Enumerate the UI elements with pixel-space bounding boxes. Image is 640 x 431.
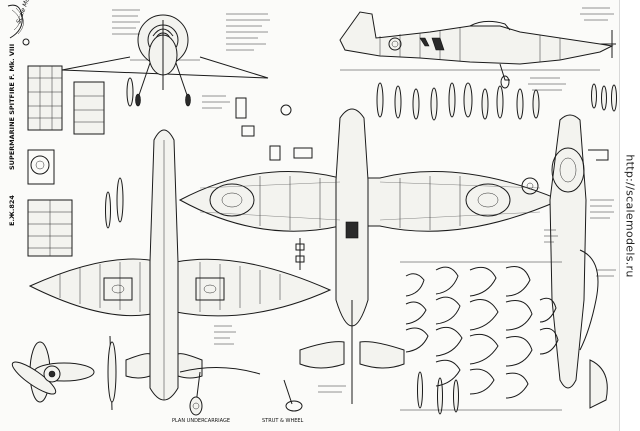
plan-view-top: [178, 108, 562, 404]
fuselage-sections: [521, 114, 614, 409]
cockpit-detail-left: [27, 65, 105, 185]
watermark-url[interactable]: http://scalemodels.ru: [623, 153, 637, 278]
brand-text: Scale Models: [15, 0, 35, 25]
blade-profiles: [105, 77, 617, 415]
undercarriage-detail: PLAN UNDERCARRIAGE STRUT & WHEEL: [172, 325, 346, 424]
undercarriage-label: PLAN UNDERCARRIAGE: [172, 418, 230, 424]
plan-view-bottom: [28, 129, 332, 401]
front-view: [61, 14, 269, 107]
watermark-strip: http://scalemodels.ru: [619, 0, 640, 431]
former-sections: [400, 261, 562, 411]
seat-detail-left: [27, 199, 73, 257]
drawing-subtitle: E.Ж.824: [8, 195, 16, 226]
logo-signature: Scale Models: [7, 0, 35, 46]
strut-label: STRUT & WHEEL: [262, 418, 304, 424]
centre-details: [202, 95, 313, 270]
propeller-view: [11, 335, 117, 411]
side-view: [339, 11, 616, 89]
drawing-title: SUPERMARINE SPITFIRE F. Mk. VIII: [8, 44, 16, 170]
title-block: SUPERMARINE SPITFIRE F. Mk. VIII E.Ж.824: [8, 44, 16, 226]
notes-block-left: [112, 9, 140, 35]
right-annotations: [544, 229, 616, 277]
notes-block-top: [226, 13, 270, 51]
